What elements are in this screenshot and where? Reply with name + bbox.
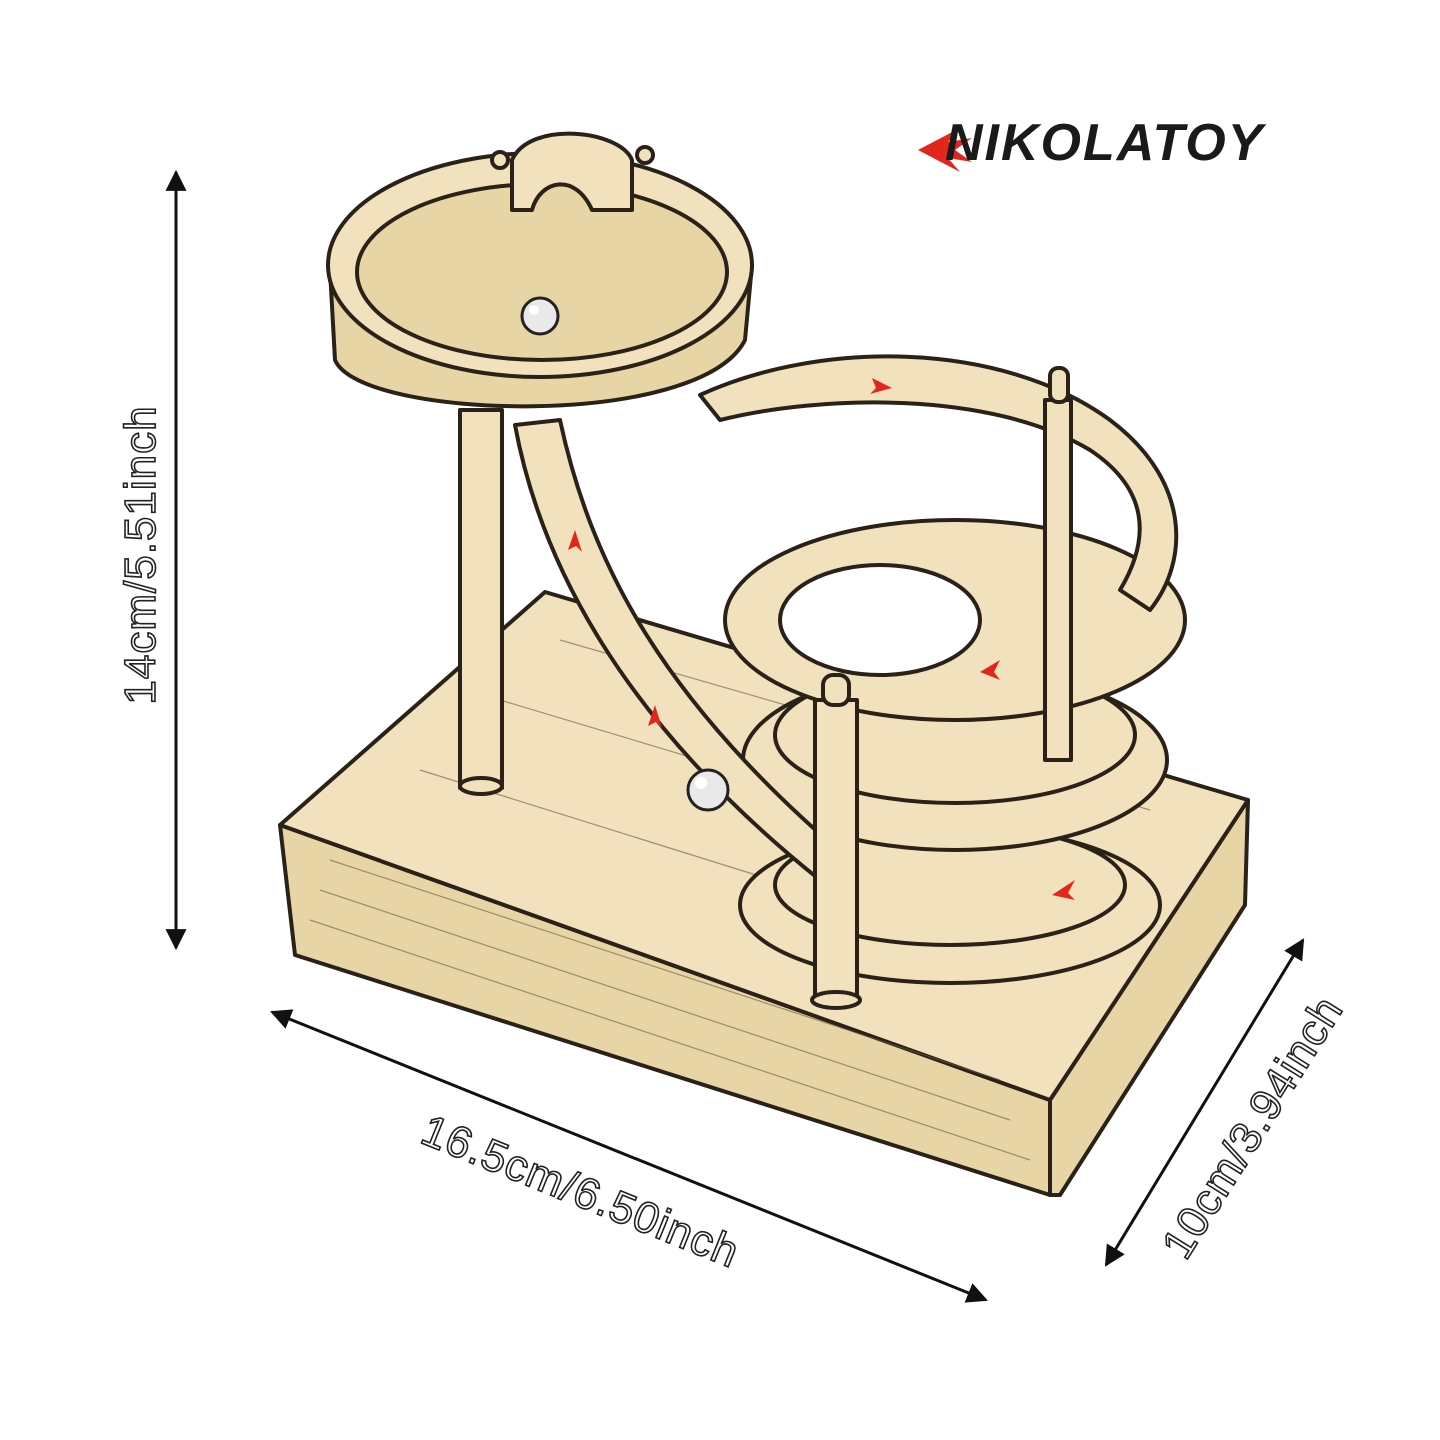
height-dimension: 14cm/5.51inch — [115, 169, 187, 951]
brand-name: NIKOLATOY — [945, 114, 1267, 172]
direction-arrow-icon — [870, 378, 892, 394]
direction-arrow-icon — [648, 705, 662, 728]
post-right-back — [1043, 366, 1073, 762]
top-bowl — [326, 131, 754, 409]
marble-top — [520, 296, 560, 336]
direction-arrow-icon — [1052, 880, 1075, 900]
width-label: 10cm/3.94inch — [1153, 987, 1353, 1267]
spiral-track — [723, 518, 1187, 985]
flame-icon — [918, 128, 972, 172]
length-label: 16.5cm/6.50inch — [415, 1106, 747, 1278]
support-pillar — [458, 408, 504, 796]
direction-arrow-icon — [568, 530, 582, 552]
direction-arrows — [568, 378, 1075, 900]
direction-arrow-icon — [980, 660, 1000, 680]
brand-logo: NIKOLATOY — [918, 114, 1267, 172]
post-front — [810, 673, 862, 1010]
height-label: 14cm/5.51inch — [116, 405, 165, 704]
marble-track — [686, 768, 730, 812]
